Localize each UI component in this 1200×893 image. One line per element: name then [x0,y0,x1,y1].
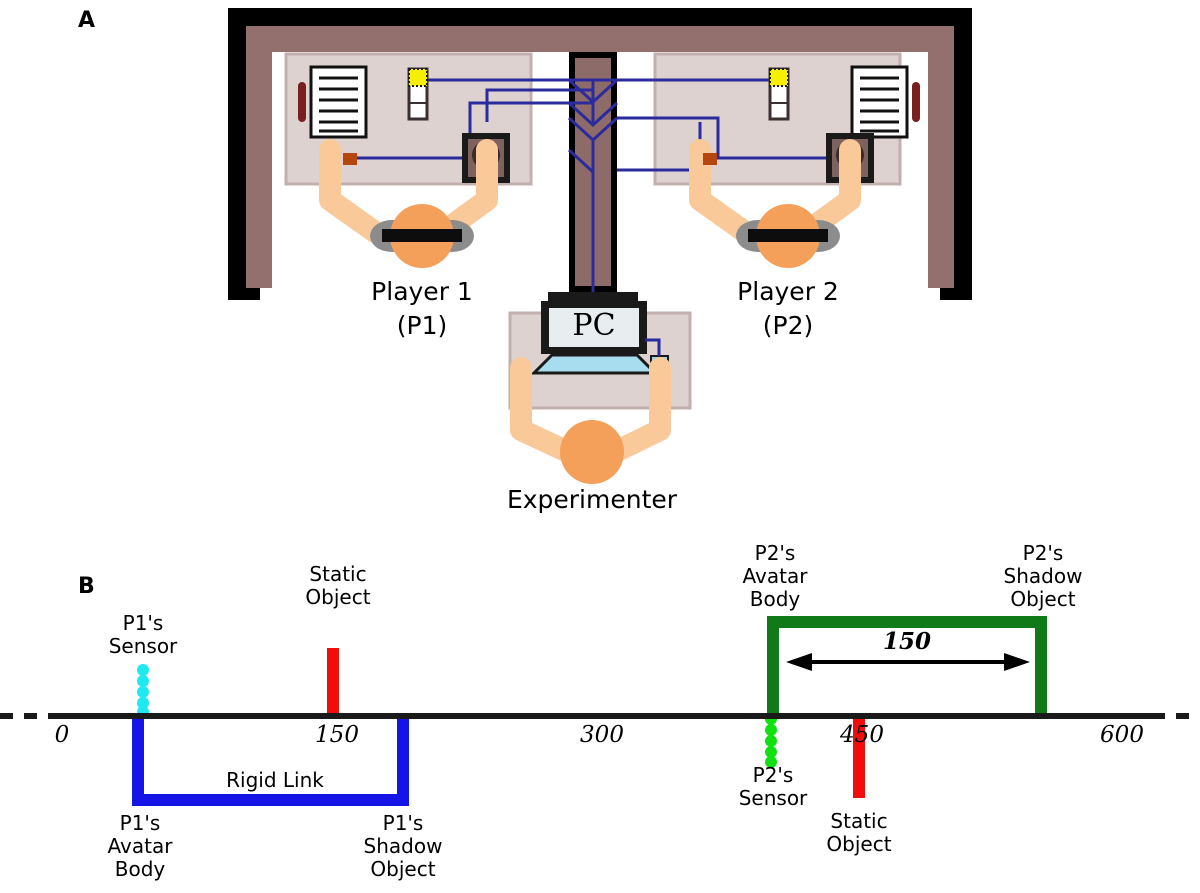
p2-static-object-label: Static Object [826,809,892,856]
experimenter-label: Experimenter [506,485,678,514]
p1-sensor-dots [137,664,149,718]
player2-pen-icon [912,82,920,122]
player1-sensor-device-icon [407,67,429,121]
p2-rigid-link [767,616,1047,716]
player1-pen-icon [298,82,306,122]
p1-sensor-label: P1's Sensor [108,611,178,658]
p2-sensor-dots [765,713,777,768]
p2-dimension-arrow [786,653,1030,671]
player1-label: Player 1 [371,277,473,306]
player1-paper-icon [309,65,368,139]
pc-screen-label: PC [572,308,616,343]
axis-tick-150: 150 [315,722,359,748]
rigid-link-label: Rigid Link [226,768,324,792]
p2-sensor-label: P2's Sensor [738,763,808,810]
player2-sensor-device-icon [768,67,790,121]
experimenter-body [510,357,671,484]
pc-monitor-icon [530,301,659,375]
player2-label: Player 2 [737,277,839,306]
p2-shadow-object-label: P2's Shadow Object [1003,541,1083,611]
p2-avatar-body-label: P2's Avatar Body [742,541,808,611]
axis-tick-600: 600 [1100,722,1144,748]
p1-rigid-link [132,716,409,806]
axis-tick-450: 450 [840,722,884,748]
panel-b-letter: B [78,574,95,599]
player2-short-label: (P2) [762,311,814,340]
player2-body [689,139,861,268]
p1-shadow-object-label: P1's Shadow Object [363,811,443,881]
player2-paper-icon [850,65,909,139]
p2-static-object-marker [853,716,865,798]
p1-avatar-body-label: P1's Avatar Body [107,811,173,881]
axis-tick-0: 0 [54,722,70,748]
p2-dimension-label: 150 [882,628,931,655]
axis-tick-300: 300 [580,722,624,748]
p1-static-object-label: Static Object [305,562,371,609]
player1-short-label: (P1) [396,311,448,340]
p1-static-object-marker [327,648,339,716]
player1-body [319,139,498,268]
panel-a-letter: A [78,8,96,33]
cable-network [350,78,838,300]
